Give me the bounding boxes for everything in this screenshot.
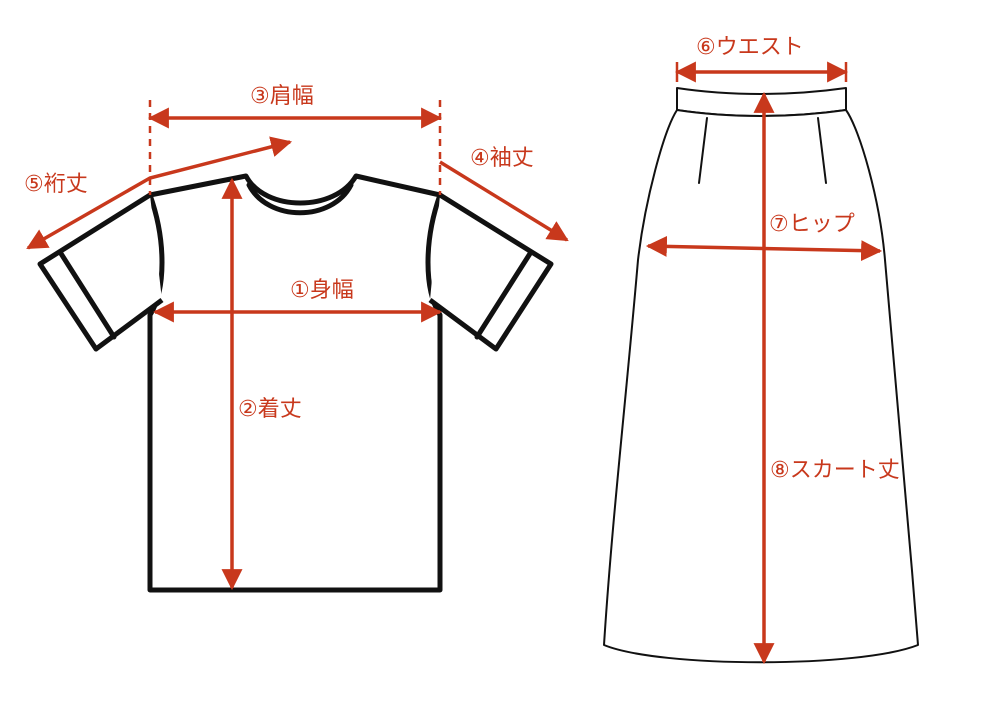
waist-label: ⑥ウエスト [696, 35, 804, 60]
skirt-length-label: ⑧スカート丈 [770, 458, 900, 483]
length-label: ②着丈 [238, 397, 302, 422]
tshirt-outline [37, 173, 554, 593]
hip-label: ⑦ヒップ [769, 212, 855, 237]
shoulder-width-label: ③肩幅 [250, 84, 314, 109]
yuki-length-arrow [26, 136, 293, 250]
measurement-lines [26, 61, 883, 665]
skirt-outline [603, 87, 919, 664]
sleeve-length-arrow [439, 160, 569, 242]
skirt-darts [698, 117, 827, 184]
body-width-label: ①身幅 [290, 278, 354, 303]
sleeve-length-label: ④袖丈 [470, 146, 534, 171]
yuki-length-label: ⑤裄丈 [24, 172, 88, 197]
